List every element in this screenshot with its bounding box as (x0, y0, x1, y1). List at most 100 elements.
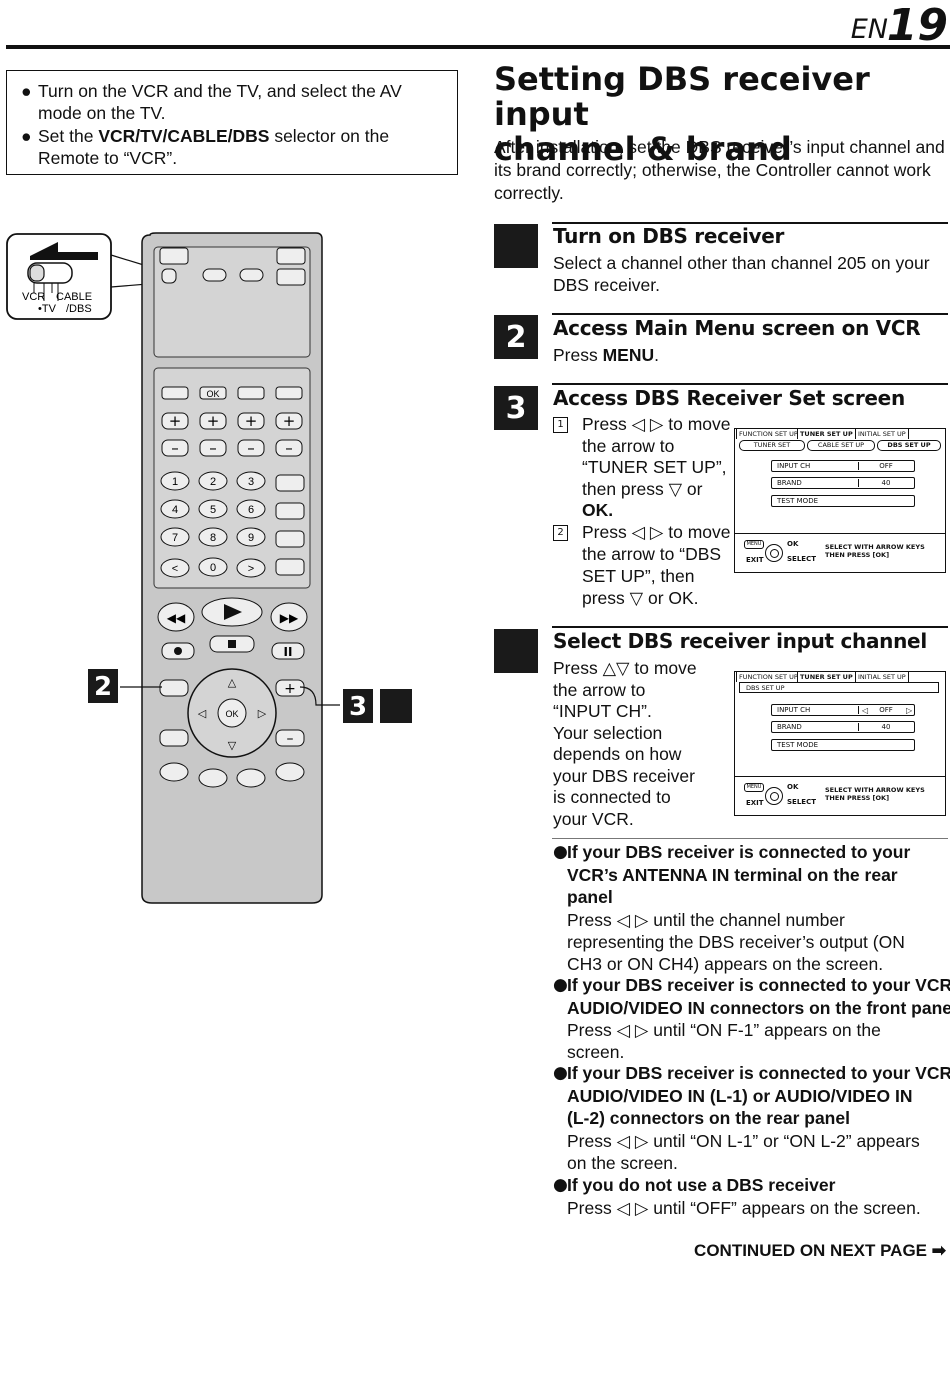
ok-label: OK (787, 783, 799, 791)
plus-minus-keys: + + + + – – – – (161, 412, 303, 457)
body-line: Press ◁ ▷ until “ON L-1” or “ON L-2” app… (567, 1131, 920, 1151)
heading-line: If your DBS receiver is connected to you… (567, 842, 911, 862)
instruction-line-1: SELECT WITH ARROW KEYS (825, 543, 925, 551)
bullet-icon: ● (553, 1175, 568, 1195)
substep-2-number: 2 (553, 525, 568, 541)
prereq-text: Set the (38, 126, 99, 146)
step-4-line: the arrow to (553, 680, 646, 700)
select-label: SELECT (787, 555, 816, 563)
step-3-heading: Access DBS Receiver Set screen (553, 386, 905, 410)
row-label: TEST MODE (777, 741, 819, 749)
up-arrow-icon: △ (228, 676, 237, 689)
substep-1-line: “TUNER SET UP”, (582, 457, 727, 477)
body-line: on the screen. (567, 1153, 678, 1173)
step-4-line: your DBS receiver (553, 766, 695, 786)
step-4-heading: Select DBS receiver input channel (553, 629, 927, 653)
bullet-3-body: Press ◁ ▷ until “ON L-1” or “ON L-2” app… (567, 1130, 920, 1174)
screen-footer-rule (735, 533, 945, 534)
remote-callout-step-2: 2 (88, 669, 118, 703)
step-2-heading: Access Main Menu screen on VCR (553, 316, 921, 340)
step-rule (552, 222, 948, 224)
pause-icon: II (284, 645, 293, 659)
key-6-label: 6 (248, 504, 254, 516)
step-rule (552, 626, 948, 628)
exit-label: EXIT (746, 799, 764, 807)
svg-text:–: – (287, 731, 294, 747)
row-label: BRAND (777, 479, 802, 487)
svg-text:+: + (245, 412, 258, 430)
bullet-3-heading: If your DBS receiver is connected to you… (567, 1062, 950, 1130)
key-7-label: 7 (172, 532, 178, 544)
key-2-label: 2 (210, 476, 216, 488)
substep-1-line: OK. (582, 500, 614, 520)
key-5-label: 5 (210, 504, 216, 516)
svg-text:–: – (171, 439, 179, 457)
tab-initial-setup: INITIAL SET UP (855, 671, 909, 682)
row-divider (858, 462, 859, 470)
step-rule (552, 383, 948, 385)
tab-initial-setup: INITIAL SET UP (855, 428, 909, 439)
page-title-line1: Setting DBS receiver input (494, 60, 870, 133)
left-arrow-icon: ◁ (198, 707, 207, 720)
rewind-icon: ◀◀ (167, 611, 186, 625)
key-8-label: 8 (210, 532, 216, 544)
selector-label-tv: •TV (38, 303, 57, 315)
row-value: OFF (879, 706, 893, 714)
tab-tuner-setup: TUNER SET UP (797, 428, 856, 439)
key-4-label: 4 (172, 504, 178, 516)
prerequisite-box: ● Turn on the VCR and the TV, and select… (6, 70, 458, 175)
subtab-dbs-setup: DBS SET UP (877, 440, 941, 451)
substep-2-line: Press ◁ ▷ to move (582, 522, 731, 542)
substep-2-line: press ▽ or OK. (582, 588, 699, 608)
key-3-label: 3 (248, 476, 254, 488)
right-arrow-icon: ▷ (906, 706, 913, 715)
prereq-item-2-line1: Set the VCR/TV/CABLE/DBS selector on the (38, 125, 389, 147)
ok-label: OK (787, 540, 799, 548)
fast-forward-icon: ▶▶ (280, 611, 299, 625)
remote-control-illustration: VCR CABLE •TV /DBS + + + + – – – – (6, 232, 340, 904)
header-rule (6, 45, 950, 49)
continued-note: CONTINUED ON NEXT PAGE ➡ (694, 1241, 946, 1260)
instruction-line-1: SELECT WITH ARROW KEYS (825, 786, 925, 794)
heading-line: If you do not use a DBS receiver (567, 1175, 836, 1195)
screen-footer-rule (735, 776, 945, 777)
bullet-2-heading: If your DBS receiver is connected to you… (567, 974, 950, 1019)
page-title-line2: channel & brand (494, 130, 792, 168)
instruction-line-2: THEN PRESS [OK] (825, 551, 890, 559)
bullet-icon: ● (553, 842, 568, 862)
intro-paragraph: After installation, set the DBS receiver… (494, 137, 945, 203)
selector-name: VCR/TV/CABLE/DBS (98, 126, 270, 146)
tuner-setup-screen: FUNCTION SET UP TUNER SET UP INITIAL SET… (734, 428, 946, 573)
step-rule (552, 313, 948, 315)
svg-text:–: – (285, 439, 293, 457)
page-number: 19 (886, 0, 948, 51)
row-label: TEST MODE (777, 497, 819, 505)
prereq-item-1-line1: Turn on the VCR and the TV, and select t… (38, 81, 402, 101)
svg-text:–: – (209, 439, 217, 457)
prereq-text: selector on the (269, 126, 390, 146)
substep-1-line: Press ◁ ▷ to move (582, 414, 731, 434)
step-4-badge (494, 629, 538, 673)
tab-tuner-setup: TUNER SET UP (797, 671, 856, 682)
dbs-setup-screen: FUNCTION SET UP TUNER SET UP INITIAL SET… (734, 671, 946, 816)
row-divider (858, 706, 859, 714)
right-arrow-icon: ▷ (258, 707, 267, 720)
bullet-2-body: Press ◁ ▷ until “ON F-1” appears on the … (567, 1019, 881, 1063)
remote-callout-step-3: 3 (343, 689, 373, 723)
row-value: 40 (881, 723, 891, 731)
step-text: . (654, 345, 660, 365)
language-code: EN (850, 14, 888, 45)
step-4-line: your VCR. (553, 809, 634, 829)
test-mode-row: TEST MODE (771, 739, 915, 751)
heading-line: VCR’s ANTENNA IN terminal on the rear (567, 864, 898, 885)
row-divider (858, 479, 859, 487)
ok-key-label: OK (206, 389, 219, 399)
select-dial-icon (765, 544, 783, 562)
heading-line: panel (567, 887, 613, 907)
heading-line: If your DBS receiver is connected to you… (567, 1063, 950, 1083)
step-4-line: “INPUT CH”. (553, 701, 652, 721)
prereq-item-2-line2: Remote to “VCR”. (38, 148, 178, 168)
play-icon (224, 604, 242, 620)
